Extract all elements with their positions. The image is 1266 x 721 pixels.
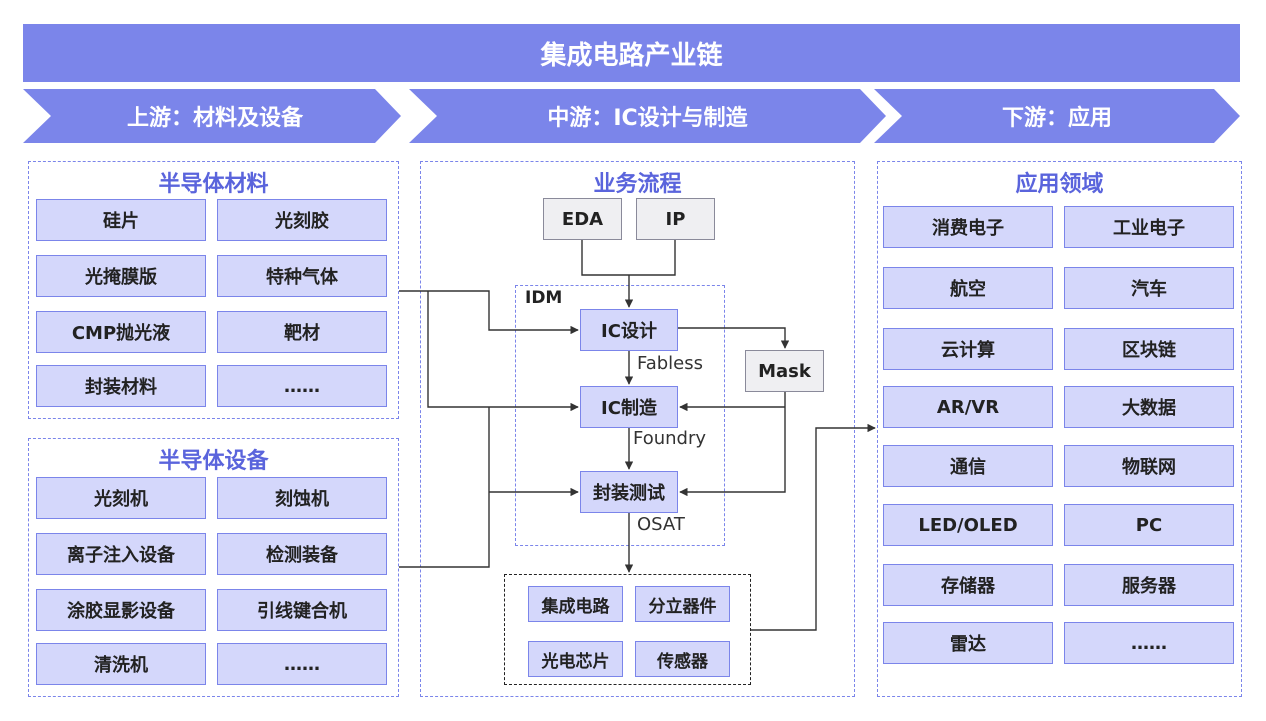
application-item: 汽车 <box>1064 267 1234 309</box>
application-item: 区块链 <box>1064 328 1234 370</box>
applications-section: 应用领域 <box>877 161 1242 697</box>
equipment-section: 半导体设备 <box>28 438 399 697</box>
application-item: 工业电子 <box>1064 206 1234 248</box>
equipment-item: …… <box>217 643 387 685</box>
equipment-item: 涂胶显影设备 <box>36 589 206 631</box>
idm-boundary <box>515 285 725 546</box>
fabless-label: Fabless <box>637 353 703 374</box>
ip-connector <box>629 240 676 276</box>
application-item: 物联网 <box>1064 445 1234 487</box>
equipment-item: 引线键合机 <box>217 589 387 631</box>
material-item: 特种气体 <box>217 255 387 297</box>
process-section: 业务流程 <box>420 161 855 697</box>
material-item: 硅片 <box>36 199 206 241</box>
design-to-mask <box>678 327 790 349</box>
equipment-item: 清洗机 <box>36 643 206 685</box>
materials-title: 半导体材料 <box>158 172 269 197</box>
application-item: 航空 <box>883 267 1053 309</box>
product-item: 传感器 <box>635 641 730 677</box>
material-item: 光刻胶 <box>217 199 387 241</box>
stage-midstream: 中游：IC设计与制造 <box>409 89 886 143</box>
equipment-item: 离子注入设备 <box>36 533 206 575</box>
product-item: 光电芯片 <box>528 641 623 677</box>
application-item: 消费电子 <box>883 206 1053 248</box>
material-item: 靶材 <box>217 311 387 353</box>
products-to-applications <box>751 423 876 631</box>
material-item: CMP抛光液 <box>36 311 206 353</box>
application-item: …… <box>1064 622 1234 664</box>
equipment-item: 光刻机 <box>36 477 206 519</box>
eda-connector <box>581 240 629 276</box>
material-item: 光掩膜版 <box>36 255 206 297</box>
application-item: 大数据 <box>1064 386 1234 428</box>
equipment-item: 刻蚀机 <box>217 477 387 519</box>
application-item: 存储器 <box>883 564 1053 606</box>
equipment-connector <box>399 407 490 568</box>
ic-manufacturing-node: IC制造 <box>580 386 678 428</box>
materials-to-ic-design <box>399 290 579 335</box>
equipment-title: 半导体设备 <box>158 449 269 474</box>
application-item: LED/OLED <box>883 504 1053 546</box>
diagram-title: 集成电路产业链 <box>23 24 1240 82</box>
ip-node: IP <box>636 198 715 240</box>
materials-to-ic-mfg <box>427 291 579 412</box>
applications-title: 应用领域 <box>1015 172 1104 197</box>
mask-node: Mask <box>745 350 824 392</box>
ic-design-node: IC设计 <box>580 309 678 351</box>
material-item: …… <box>217 365 387 407</box>
packaging-node: 封装测试 <box>580 471 678 513</box>
eda-node: EDA <box>543 198 622 240</box>
application-item: 服务器 <box>1064 564 1234 606</box>
stage-upstream: 上游：材料及设备 <box>23 89 401 143</box>
application-item: 通信 <box>883 445 1053 487</box>
mask-down <box>679 392 786 497</box>
equipment-item: 检测装备 <box>217 533 387 575</box>
product-item: 分立器件 <box>635 586 730 622</box>
idm-label: IDM <box>525 288 563 308</box>
stage-downstream: 下游：应用 <box>874 89 1240 143</box>
osat-label: OSAT <box>637 514 685 535</box>
product-item: 集成电路 <box>528 586 623 622</box>
material-item: 封装材料 <box>36 365 206 407</box>
application-item: AR/VR <box>883 386 1053 428</box>
foundry-label: Foundry <box>633 428 707 449</box>
materials-section: 半导体材料 <box>28 161 399 419</box>
application-item: PC <box>1064 504 1234 546</box>
process-title: 业务流程 <box>593 172 682 197</box>
application-item: 雷达 <box>883 622 1053 664</box>
application-item: 云计算 <box>883 328 1053 370</box>
products-boundary <box>504 574 751 685</box>
